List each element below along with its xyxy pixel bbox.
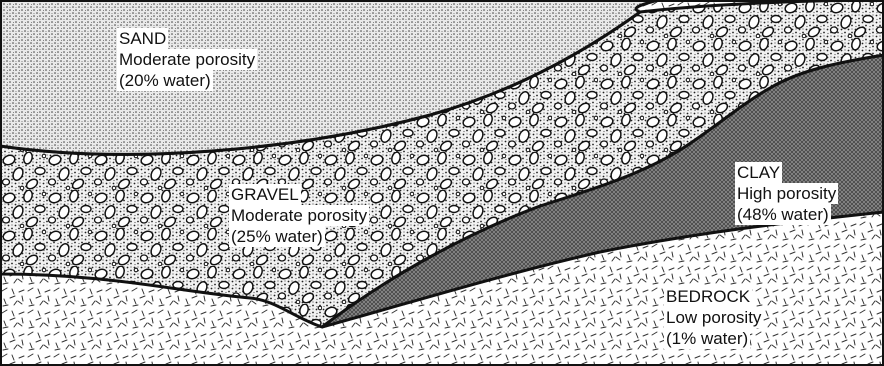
sand-label: SAND Moderate porosity (20% water): [117, 28, 257, 91]
bedrock-name: BEDROCK: [664, 286, 752, 307]
clay-name: CLAY: [735, 162, 782, 183]
sand-water: (20% water): [117, 70, 213, 91]
clay-label: CLAY High porosity (48% water): [735, 162, 838, 225]
gravel-water: (25% water): [229, 226, 325, 247]
gravel-label: GRAVEL Moderate porosity (25% water): [229, 184, 369, 247]
clay-water: (48% water): [735, 204, 831, 225]
sand-porosity: Moderate porosity: [117, 49, 257, 70]
sand-name: SAND: [117, 28, 168, 49]
gravel-name: GRAVEL: [229, 184, 301, 205]
bedrock-water: (1% water): [664, 328, 750, 349]
bedrock-label: BEDROCK Low porosity (1% water): [664, 286, 763, 349]
clay-porosity: High porosity: [735, 183, 838, 204]
bedrock-porosity: Low porosity: [664, 307, 763, 328]
gravel-porosity: Moderate porosity: [229, 205, 369, 226]
